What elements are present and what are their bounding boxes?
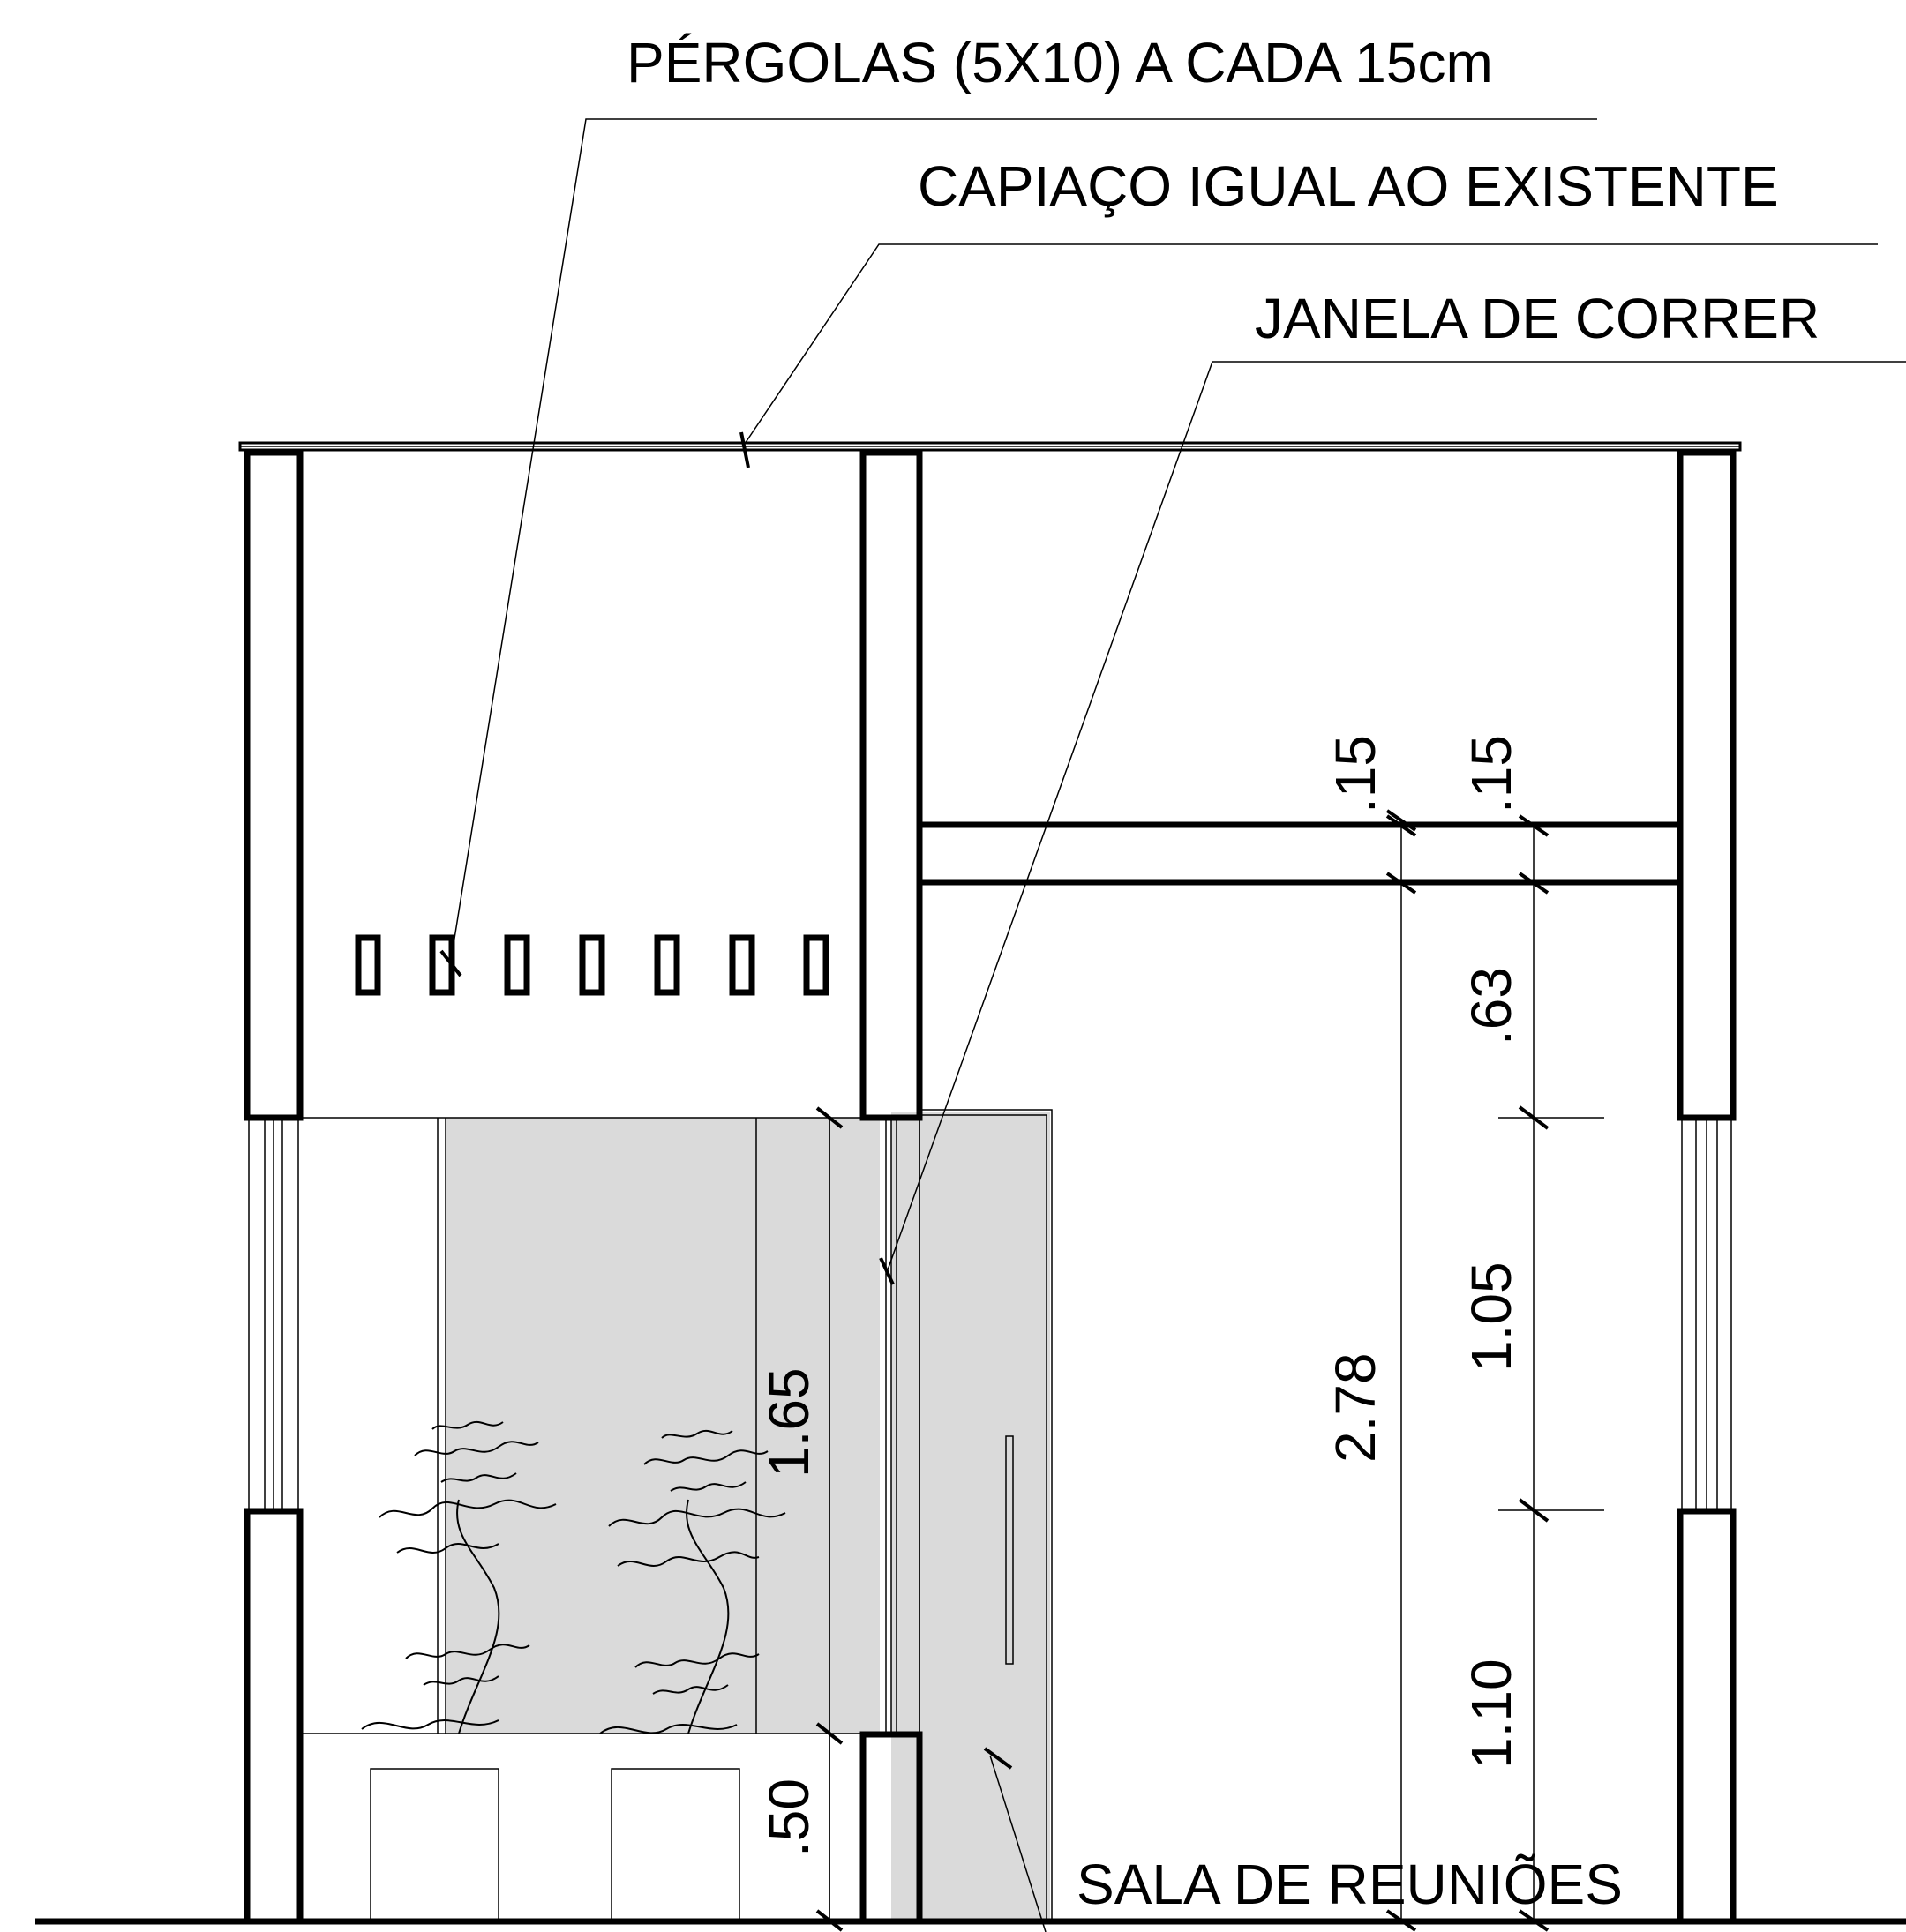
leader-lines: [439, 118, 1906, 1932]
sliding-window: [885, 1109, 1053, 1922]
glazing-panels: [446, 1112, 1050, 1921]
pergola-beam: [803, 934, 829, 996]
sliding-window-panel: [891, 1112, 1050, 1921]
dimension-278: 2.78: [1324, 1352, 1387, 1463]
plant: [361, 1420, 557, 1734]
dimension-lines: [815, 809, 1604, 1932]
dimension-105: 1.05: [1460, 1262, 1523, 1372]
plant: [599, 1429, 786, 1734]
capping-line: [238, 441, 1742, 452]
dimension-063: .63: [1460, 967, 1523, 1045]
left-wall-lower: [244, 1508, 304, 1925]
capiaco-callout: CAPIAÇO IGUAL AO EXISTENTE: [918, 154, 1779, 218]
courtyard-glass-side-panel: [756, 1118, 880, 1734]
plant-drawings: [361, 1420, 786, 1734]
left-wall-upper: [244, 449, 304, 1121]
dimension-labels: .15 .15 .63 1.05 1.10 2.78 1.65 .50: [757, 735, 1523, 1857]
pergola-beam: [429, 934, 455, 996]
planter-box: [370, 1768, 499, 1922]
pergolas-callout: PÉRGOLAS (5X10) A CADA 15cm: [627, 31, 1493, 94]
capiaco-leader: [742, 243, 1878, 447]
pergola-beam: [729, 934, 755, 996]
right-wall-lower: [1677, 1508, 1737, 1925]
planter-box: [611, 1768, 740, 1922]
janela-callout: JANELA DE CORRER: [1255, 287, 1820, 350]
pergola-beam: [504, 934, 530, 996]
pergolas-leader: [449, 118, 1597, 967]
janela-leader: [885, 361, 1906, 1276]
dimension-110: 1.10: [1460, 1659, 1523, 1769]
pergola-beam: [355, 934, 381, 996]
ceiling-slab: [916, 453, 1680, 1118]
callout-labels: PÉRGOLAS (5X10) A CADA 15cm CAPIAÇO IGUA…: [627, 31, 1820, 1916]
window-handle: [1005, 1435, 1014, 1665]
right-wall-upper: [1677, 449, 1737, 1121]
pergola-beams: [355, 934, 829, 996]
dimension-015-left: .15: [1324, 735, 1387, 813]
sala-callout: SALA DE REUNIÕES: [1077, 1853, 1623, 1916]
dimension-165: 1.65: [757, 1367, 821, 1478]
pergola-beam: [654, 934, 680, 996]
dimension-050: .50: [757, 1778, 821, 1857]
middle-wall-upper: [859, 449, 923, 1121]
dimension-015-right: .15: [1460, 735, 1523, 813]
pergola-beam: [579, 934, 605, 996]
sala-leader: [989, 1755, 1047, 1932]
